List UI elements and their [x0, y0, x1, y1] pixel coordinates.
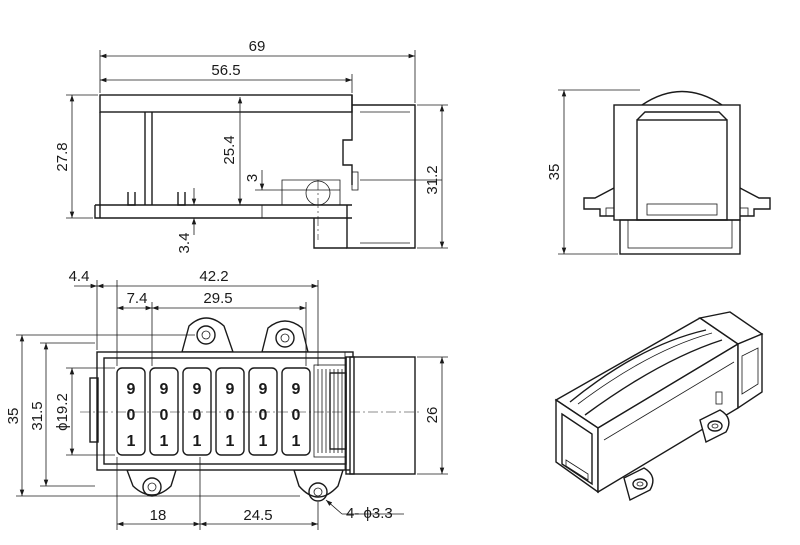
wheel-1-top-digit: 9: [127, 381, 136, 398]
counter-wheel-5: 9 0 1: [248, 367, 278, 456]
wheel-6-mid-digit: 0: [292, 407, 301, 424]
dim-plan-height: 35: [5, 408, 22, 425]
dim-step: 3: [244, 174, 261, 182]
dim-left-offset: 4.4: [69, 268, 90, 285]
dim-wheel-span: 29.5: [203, 290, 232, 307]
wheel-2-bottom-digit: 1: [160, 433, 169, 450]
counter-wheel-2: 9 0 1: [149, 367, 179, 456]
plan-motor-housing: [349, 356, 416, 475]
plan-view: 9 0 1 9 0 1 9 0 1 9 0 1 9 0 1: [5, 268, 448, 530]
dim-total-height: 31.2: [424, 165, 441, 194]
wheel-6-top-digit: 9: [292, 381, 301, 398]
wheel-4-top-digit: 9: [226, 381, 235, 398]
dim-end-height: 35: [546, 164, 563, 181]
dim-base-offset: 3.4: [176, 233, 193, 254]
dim-motor-height: 26: [424, 407, 441, 424]
dim-hole-spacing-b: 24.5: [243, 507, 272, 524]
counter-wheel-1: 9 0 1: [116, 367, 146, 456]
wheel-6-bottom-digit: 1: [292, 433, 301, 450]
wheel-1-bottom-digit: 1: [127, 433, 136, 450]
wheel-1-mid-digit: 0: [127, 407, 136, 424]
wheel-3-top-digit: 9: [193, 381, 202, 398]
counter-wheel-4: 9 0 1: [215, 367, 245, 456]
isometric-view: [554, 311, 764, 502]
wheel-3-mid-digit: 0: [193, 407, 202, 424]
dim-wheel-diameter: ϕ19.2: [54, 393, 71, 431]
wheel-5-bottom-digit: 1: [259, 433, 268, 450]
dim-overall-length: 69: [249, 38, 266, 55]
dim-wheel-offset: 7.4: [127, 290, 148, 307]
dim-side-height: 27.8: [54, 142, 71, 171]
dim-plan-length: 42.2: [199, 268, 228, 285]
side-view: 69 56.5 27.8 25.4 3 3.4 31.2: [54, 38, 448, 253]
counter-wheel-6: 9 0 1: [281, 367, 311, 456]
end-view: 35: [546, 89, 771, 255]
dim-body-length: 56.5: [211, 62, 240, 79]
wheel-5-top-digit: 9: [259, 381, 268, 398]
wheel-2-top-digit: 9: [160, 381, 169, 398]
hole-callout: 4- ϕ3.3: [346, 505, 393, 522]
wheel-2-mid-digit: 0: [160, 407, 169, 424]
counter-wheel-3: 9 0 1: [182, 367, 212, 456]
wheel-3-bottom-digit: 1: [193, 433, 202, 450]
end-body: [613, 104, 741, 221]
dim-inner-height: 25.4: [221, 135, 238, 164]
dim-hole-spacing-a: 18: [150, 507, 167, 524]
wheel-5-mid-digit: 0: [259, 407, 268, 424]
dim-mount-height: 31.5: [29, 401, 46, 430]
wheel-4-bottom-digit: 1: [226, 433, 235, 450]
side-top-plate: [99, 94, 353, 113]
wheel-4-mid-digit: 0: [226, 407, 235, 424]
